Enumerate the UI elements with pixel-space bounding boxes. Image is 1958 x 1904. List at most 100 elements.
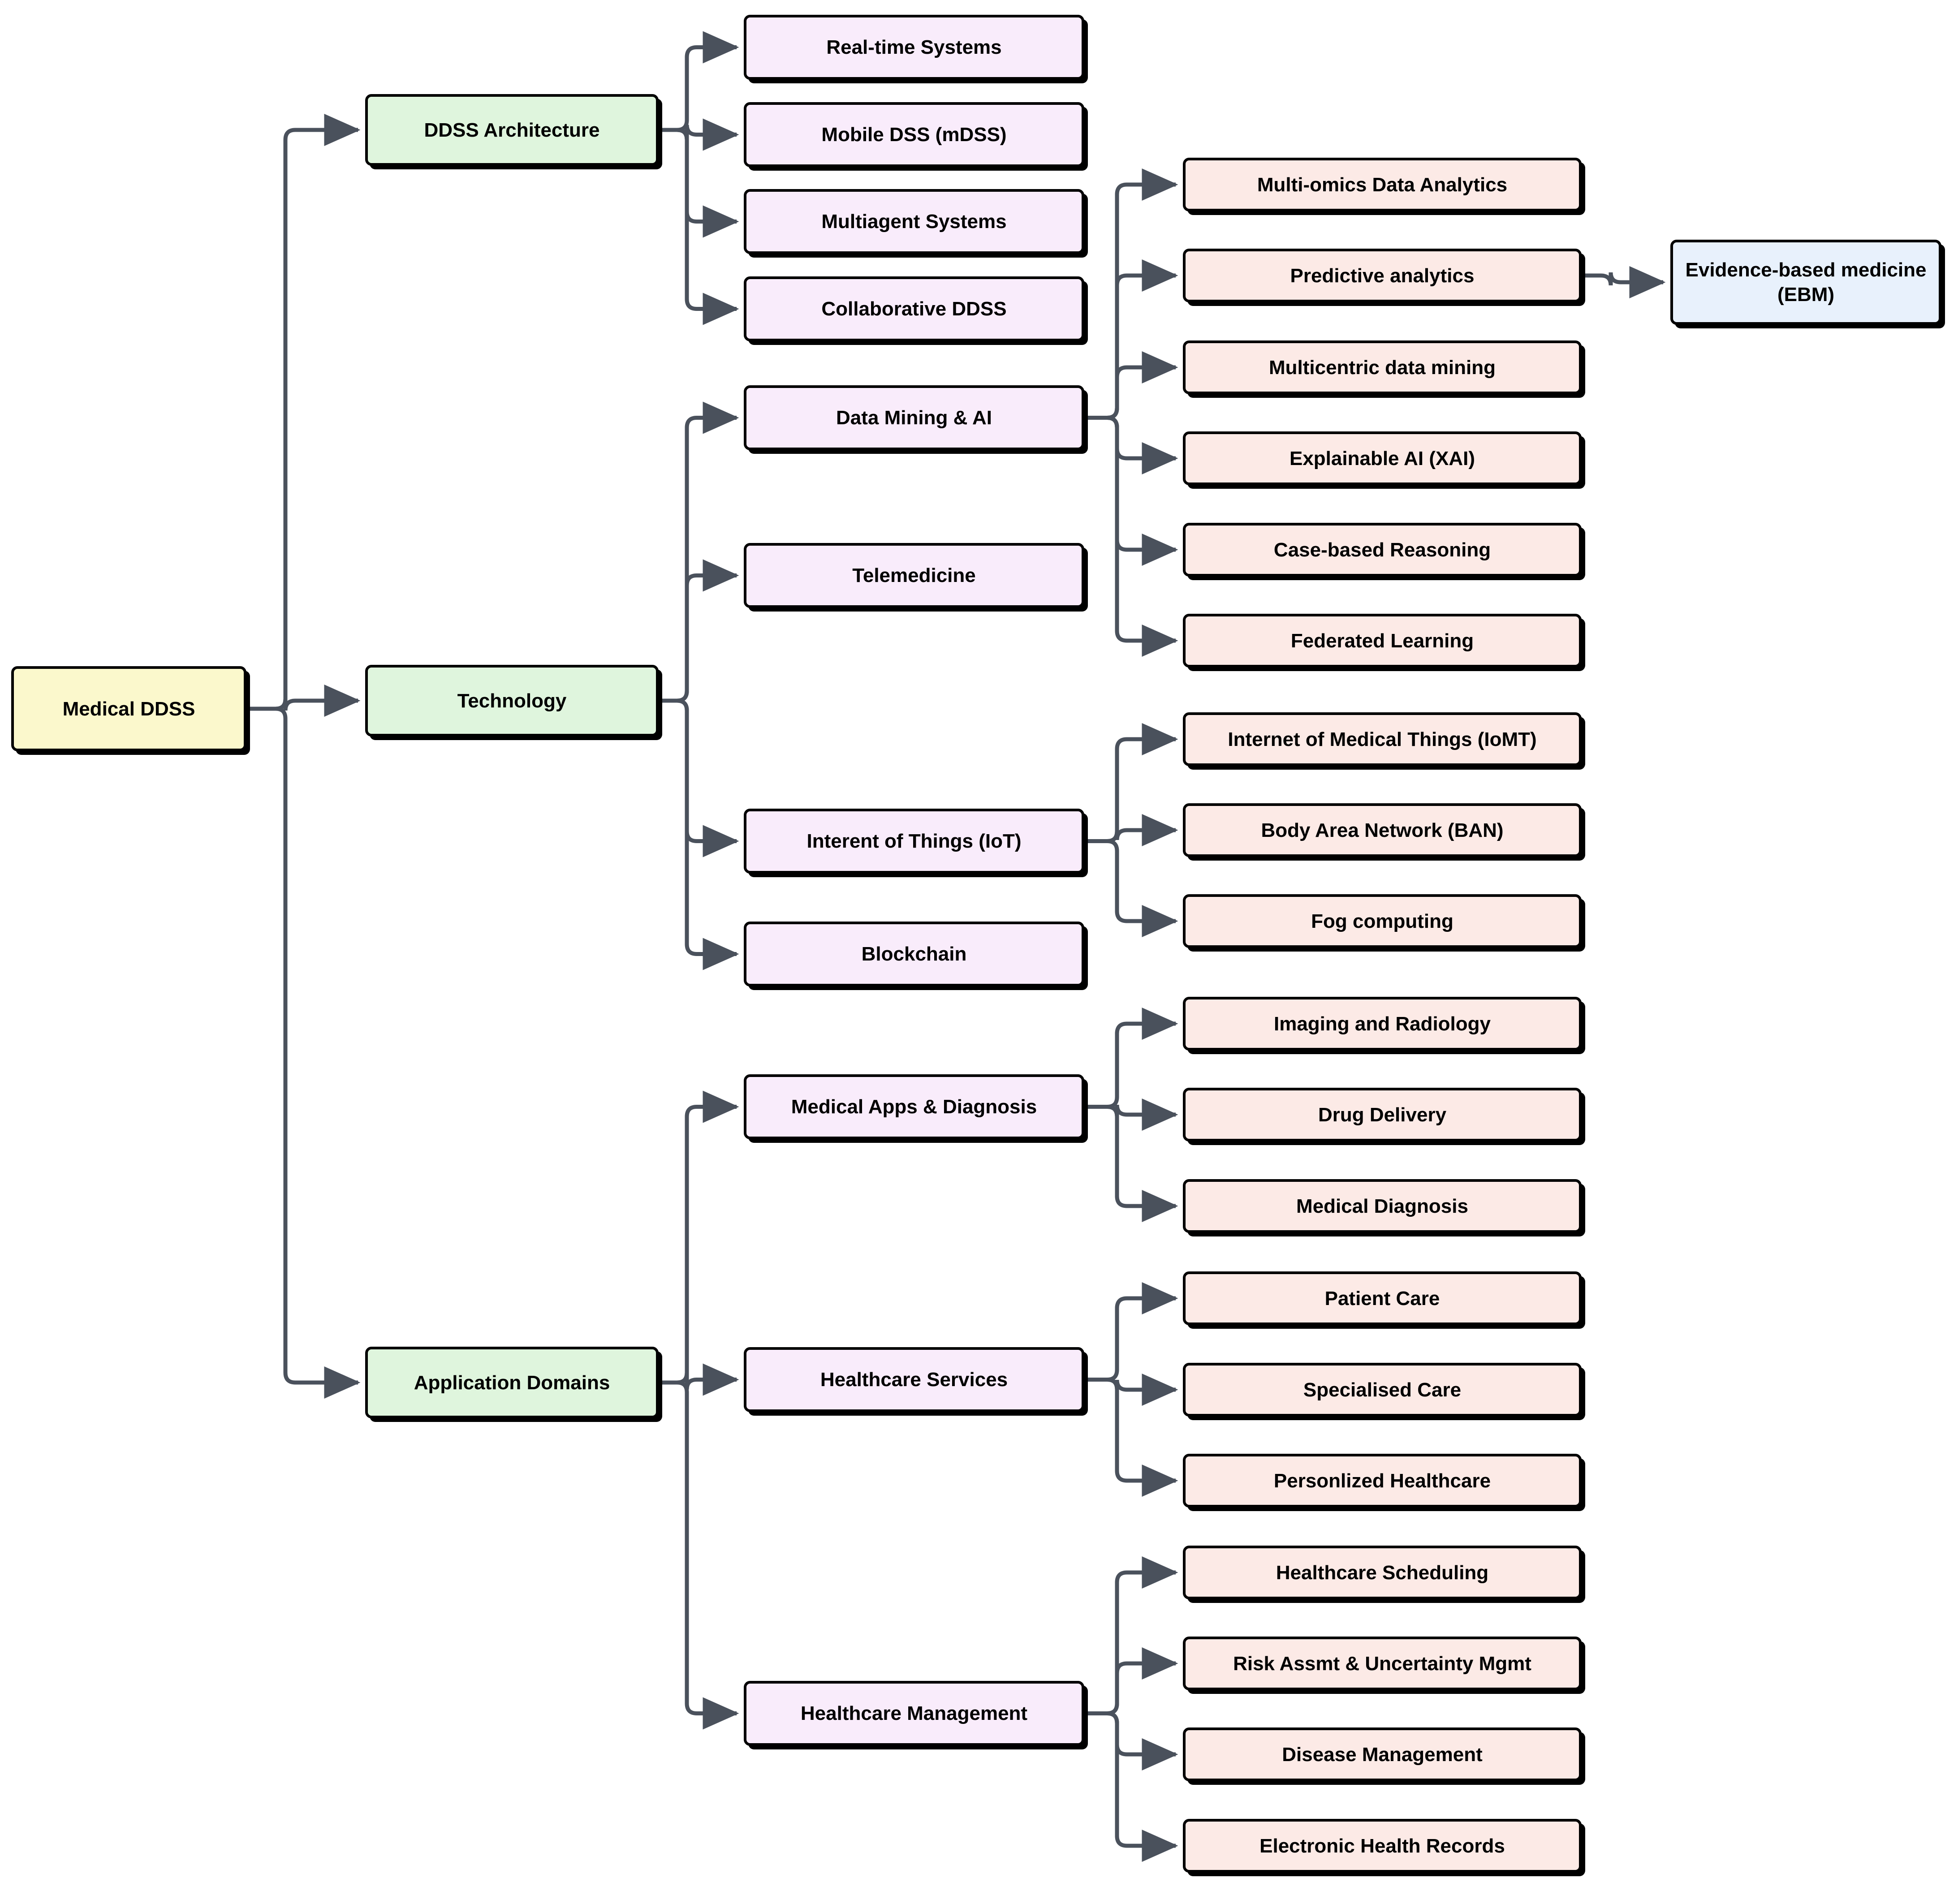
node-label: Mobile DSS (mDSS): [821, 124, 1007, 146]
node-label: Personlized Healthcare: [1273, 1469, 1491, 1492]
node-drug-delivery[interactable]: Drug Delivery: [1183, 1088, 1582, 1142]
edge-b_appdom-to-c_medapps: [659, 1090, 739, 1385]
node-label: Multicentric data mining: [1268, 356, 1496, 379]
node-risk-assessment-uncertainty-mgmt[interactable]: Risk Assmt & Uncertainty Mgmt: [1183, 1637, 1582, 1690]
node-label: Interent of Things (IoT): [806, 830, 1022, 852]
node-multi-omics-data-analytics[interactable]: Multi-omics Data Analytics: [1183, 158, 1582, 211]
edge-b_appdom-to-c_hcmgmt: [659, 1380, 739, 1730]
edge-c_hcmgmt-to-d_ehr: [1084, 1711, 1178, 1862]
node-real-time-systems[interactable]: Real-time Systems: [744, 15, 1084, 80]
edge-c_hcmgmt-to-d_sched: [1084, 1556, 1178, 1715]
node-label: DDSS Architecture: [424, 119, 600, 141]
edge-c_dmai-to-d_multicen: [1084, 351, 1178, 420]
edge-c_dmai-to-d_xai: [1084, 416, 1178, 474]
node-healthcare-scheduling[interactable]: Healthcare Scheduling: [1183, 1546, 1582, 1599]
node-explainable-ai[interactable]: Explainable AI (XAI): [1183, 431, 1582, 485]
node-blockchain[interactable]: Blockchain: [744, 922, 1084, 986]
node-fog-computing[interactable]: Fog computing: [1183, 894, 1582, 948]
edge-c_hcmgmt-to-d_disease: [1084, 1711, 1178, 1770]
node-label: Healthcare Management: [800, 1702, 1028, 1724]
edge-b_arch-to-c_multiagent: [659, 128, 739, 238]
node-specialised-care[interactable]: Specialised Care: [1183, 1363, 1582, 1417]
node-healthcare-services[interactable]: Healthcare Services: [744, 1347, 1084, 1412]
edge-c_iot-to-d_iomt: [1084, 723, 1178, 843]
edge-c_hcsvc-to-d_personal: [1084, 1378, 1178, 1497]
node-label: Case-based Reasoning: [1273, 538, 1491, 561]
node-label: Predictive analytics: [1290, 264, 1475, 287]
node-case-based-reasoning[interactable]: Case-based Reasoning: [1183, 523, 1582, 577]
node-imaging-and-radiology[interactable]: Imaging and Radiology: [1183, 997, 1582, 1051]
edge-c_dmai-to-d_cbr: [1084, 416, 1178, 566]
edge-root-to-b_appdom: [246, 706, 361, 1399]
node-label: Explainable AI (XAI): [1289, 447, 1475, 470]
node-medical-apps-diagnosis[interactable]: Medical Apps & Diagnosis: [744, 1074, 1084, 1139]
node-ddss-architecture[interactable]: DDSS Architecture: [365, 94, 659, 166]
node-telemedicine[interactable]: Telemedicine: [744, 543, 1084, 608]
node-label: Electronic Health Records: [1259, 1835, 1505, 1857]
node-label: Medical Apps & Diagnosis: [791, 1096, 1037, 1118]
node-label: Data Mining & AI: [836, 407, 992, 429]
edge-c_hcsvc-to-d_patient: [1084, 1282, 1178, 1382]
edge-b_arch-to-c_realtime: [659, 31, 739, 132]
edge-c_iot-to-d_fog: [1084, 839, 1178, 937]
node-label: Telemedicine: [852, 564, 976, 586]
edge-b_arch-to-c_mdss: [659, 118, 739, 151]
edge-b_tech-to-c_iot: [659, 698, 739, 857]
node-label: Blockchain: [861, 943, 967, 965]
edge-c_dmai-to-d_fed: [1084, 416, 1178, 657]
node-disease-management[interactable]: Disease Management: [1183, 1727, 1582, 1781]
edge-b_tech-to-c_block: [659, 698, 739, 970]
node-label: Evidence-based medicine (EBM): [1685, 259, 1927, 306]
node-label: Specialised Care: [1303, 1378, 1462, 1401]
node-medical-ddss[interactable]: Medical DDSS: [11, 666, 246, 751]
node-label: Drug Delivery: [1318, 1103, 1447, 1126]
edge-c_dmai-to-d_omics: [1084, 168, 1178, 420]
node-technology[interactable]: Technology: [365, 665, 659, 737]
node-label: Patient Care: [1324, 1287, 1440, 1310]
node-label: Technology: [457, 689, 567, 712]
node-internet-of-things[interactable]: Interent of Things (IoT): [744, 809, 1084, 874]
edge-d_predict-to-e_ebm: [1582, 266, 1666, 298]
node-label: Internet of Medical Things (IoMT): [1228, 728, 1537, 750]
node-predictive-analytics[interactable]: Predictive analytics: [1183, 249, 1582, 302]
node-application-domains[interactable]: Application Domains: [365, 1347, 659, 1418]
node-collaborative-ddss[interactable]: Collaborative DDSS: [744, 276, 1084, 341]
node-electronic-health-records[interactable]: Electronic Health Records: [1183, 1819, 1582, 1873]
node-label: Medical DDSS: [62, 698, 195, 720]
node-internet-of-medical-things[interactable]: Internet of Medical Things (IoMT): [1183, 712, 1582, 766]
node-evidence-based-medicine[interactable]: Evidence-based medicine (EBM): [1670, 240, 1941, 325]
node-label: Federated Learning: [1290, 629, 1474, 652]
edge-b_tech-to-c_telemed: [659, 559, 739, 703]
node-label: Risk Assmt & Uncertainty Mgmt: [1233, 1652, 1531, 1675]
node-mobile-dss[interactable]: Mobile DSS (mDSS): [744, 102, 1084, 167]
node-multiagent-systems[interactable]: Multiagent Systems: [744, 189, 1084, 254]
node-label: Real-time Systems: [826, 36, 1002, 58]
node-label: Application Domains: [414, 1371, 610, 1394]
node-label: Fog computing: [1311, 910, 1453, 932]
edge-c_medapps-to-d_imaging: [1084, 1008, 1178, 1109]
edge-root-to-b_arch: [246, 114, 361, 711]
node-label: Collaborative DDSS: [821, 298, 1007, 320]
edge-c_dmai-to-d_predict: [1084, 259, 1178, 420]
edge-b_tech-to-c_dmai: [659, 401, 739, 703]
node-multicentric-data-mining[interactable]: Multicentric data mining: [1183, 340, 1582, 394]
node-label: Multi-omics Data Analytics: [1257, 173, 1508, 196]
node-medical-diagnosis[interactable]: Medical Diagnosis: [1183, 1179, 1582, 1233]
edge-b_arch-to-c_collab: [659, 128, 739, 325]
node-data-mining-ai[interactable]: Data Mining & AI: [744, 385, 1084, 450]
edge-c_hcmgmt-to-d_risk: [1084, 1647, 1178, 1715]
node-federated-learning[interactable]: Federated Learning: [1183, 614, 1582, 668]
node-healthcare-management[interactable]: Healthcare Management: [744, 1681, 1084, 1746]
node-label: Body Area Network (BAN): [1261, 819, 1504, 841]
node-label: Imaging and Radiology: [1273, 1012, 1491, 1035]
node-label: Healthcare Scheduling: [1276, 1561, 1489, 1584]
node-label: Healthcare Services: [820, 1369, 1008, 1391]
node-label: Medical Diagnosis: [1296, 1195, 1468, 1217]
node-personlized-healthcare[interactable]: Personlized Healthcare: [1183, 1454, 1582, 1508]
node-label: Disease Management: [1282, 1743, 1483, 1766]
node-patient-care[interactable]: Patient Care: [1183, 1271, 1582, 1325]
edge-c_medapps-to-d_meddiag: [1084, 1105, 1178, 1222]
node-body-area-network[interactable]: Body Area Network (BAN): [1183, 803, 1582, 857]
